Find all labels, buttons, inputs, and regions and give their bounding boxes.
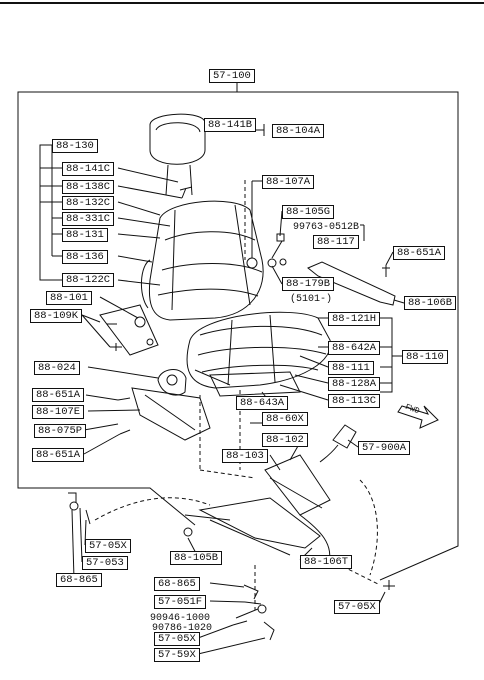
part-number-90786-1020: 90786-1020 <box>152 623 213 634</box>
part-label-68-865-b[interactable]: 68-865 <box>154 577 200 591</box>
part-label-88-111[interactable]: 88-111 <box>328 361 374 375</box>
part-label-88-131[interactable]: 88-131 <box>62 228 108 242</box>
part-label-88-141c[interactable]: 88-141C <box>62 162 115 176</box>
part-label-88-109k[interactable]: 88-109K <box>30 309 83 323</box>
part-label-88-105b[interactable]: 88-105B <box>170 551 223 565</box>
part-label-57-05x-b[interactable]: 57-05X <box>154 632 200 646</box>
part-label-88-136[interactable]: 88-136 <box>62 250 108 264</box>
part-label-57-05x-a[interactable]: 57-05X <box>85 539 131 553</box>
part-label-88-651a-right[interactable]: 88-651A <box>393 246 446 260</box>
part-label-88-102[interactable]: 88-102 <box>262 433 308 447</box>
part-label-88-141b[interactable]: 88-141B <box>204 118 257 132</box>
part-label-88-331c[interactable]: 88-331C <box>62 212 115 226</box>
part-label-88-651a-2[interactable]: 88-651A <box>32 448 85 462</box>
part-label-88-132c[interactable]: 88-132C <box>62 196 115 210</box>
part-label-88-122c[interactable]: 88-122C <box>62 273 115 287</box>
part-label-57-053[interactable]: 57-053 <box>82 556 128 570</box>
serial-note-5101: (5101-) <box>290 294 333 305</box>
part-label-88-104a[interactable]: 88-104A <box>272 124 325 138</box>
part-label-57-900a[interactable]: 57-900A <box>358 441 411 455</box>
part-label-88-110[interactable]: 88-110 <box>402 350 448 364</box>
part-label-88-024[interactable]: 88-024 <box>34 361 80 375</box>
part-label-88-643a[interactable]: 88-643A <box>236 396 289 410</box>
part-label-88-60x[interactable]: 88-60X <box>262 412 308 426</box>
part-label-88-105g[interactable]: 88-105G <box>282 205 335 219</box>
part-number-99763-0512b: 99763-0512B <box>293 222 360 233</box>
part-label-88-642a[interactable]: 88-642A <box>328 341 381 355</box>
part-label-88-117[interactable]: 88-117 <box>313 235 359 249</box>
part-label-88-121h[interactable]: 88-121H <box>328 312 381 326</box>
part-label-88-107e[interactable]: 88-107E <box>32 405 85 419</box>
part-label-88-651a-1[interactable]: 88-651A <box>32 388 85 402</box>
part-label-88-106t[interactable]: 88-106T <box>300 555 353 569</box>
part-label-88-101[interactable]: 88-101 <box>46 291 92 305</box>
part-label-88-107a[interactable]: 88-107A <box>262 175 315 189</box>
part-label-57-59x[interactable]: 57-59X <box>154 648 200 662</box>
part-label-88-128a[interactable]: 88-128A <box>328 377 381 391</box>
part-label-88-130[interactable]: 88-130 <box>52 139 98 153</box>
part-number-90946-1000: 90946-1000 <box>150 613 211 624</box>
part-label-88-113c[interactable]: 88-113C <box>328 394 381 408</box>
part-label-88-138c[interactable]: 88-138C <box>62 180 115 194</box>
part-label-57-05x-c[interactable]: 57-05X <box>334 600 380 614</box>
part-label-88-103[interactable]: 88-103 <box>222 449 268 463</box>
part-label-57-100[interactable]: 57-100 <box>209 69 255 83</box>
part-label-88-179b[interactable]: 88-179B <box>282 277 335 291</box>
part-label-57-051f[interactable]: 57-051F <box>154 595 207 609</box>
part-label-88-106b[interactable]: 88-106B <box>404 296 457 310</box>
part-label-68-865[interactable]: 68-865 <box>56 573 102 587</box>
part-label-88-075p[interactable]: 88-075P <box>34 424 87 438</box>
